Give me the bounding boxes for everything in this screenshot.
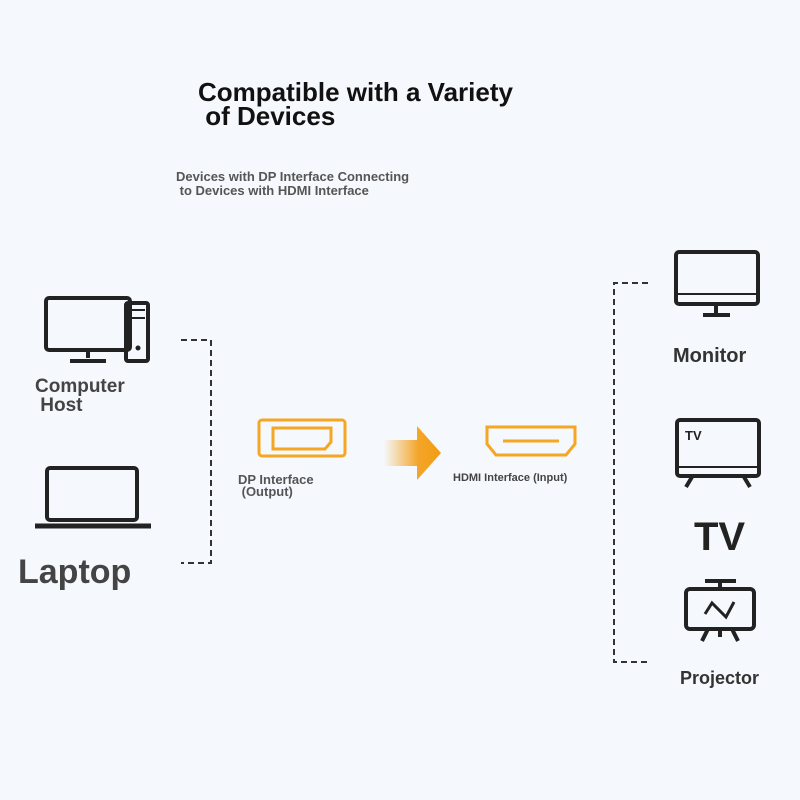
computer-host-label: Computer Host	[35, 376, 125, 416]
tv-icon	[675, 418, 761, 489]
projector-icon	[684, 579, 756, 642]
right-dashed-bracket	[613, 282, 648, 663]
hdmi-port-icon	[485, 425, 577, 457]
left-dashed-bracket	[181, 339, 212, 564]
page-title: Compatible with a Variety of Devices	[198, 77, 513, 131]
hdmi-interface-label: HDMI Interface (Input)	[453, 472, 568, 484]
monitor-icon	[674, 250, 760, 317]
dp-interface-label: DP Interface (Output)	[238, 472, 314, 499]
projector-label: Projector	[680, 668, 760, 688]
tv-label: TV	[694, 515, 746, 559]
displayport-icon	[257, 418, 347, 458]
laptop-label: Laptop	[18, 553, 132, 591]
desktop-computer-icon	[44, 296, 150, 363]
direction-arrow-icon	[384, 426, 441, 480]
tv-icon-text: TV	[685, 428, 702, 443]
monitor-label: Monitor	[673, 345, 747, 367]
page-subtitle: Devices with DP Interface Connecting to …	[176, 169, 410, 198]
laptop-icon	[35, 466, 151, 529]
